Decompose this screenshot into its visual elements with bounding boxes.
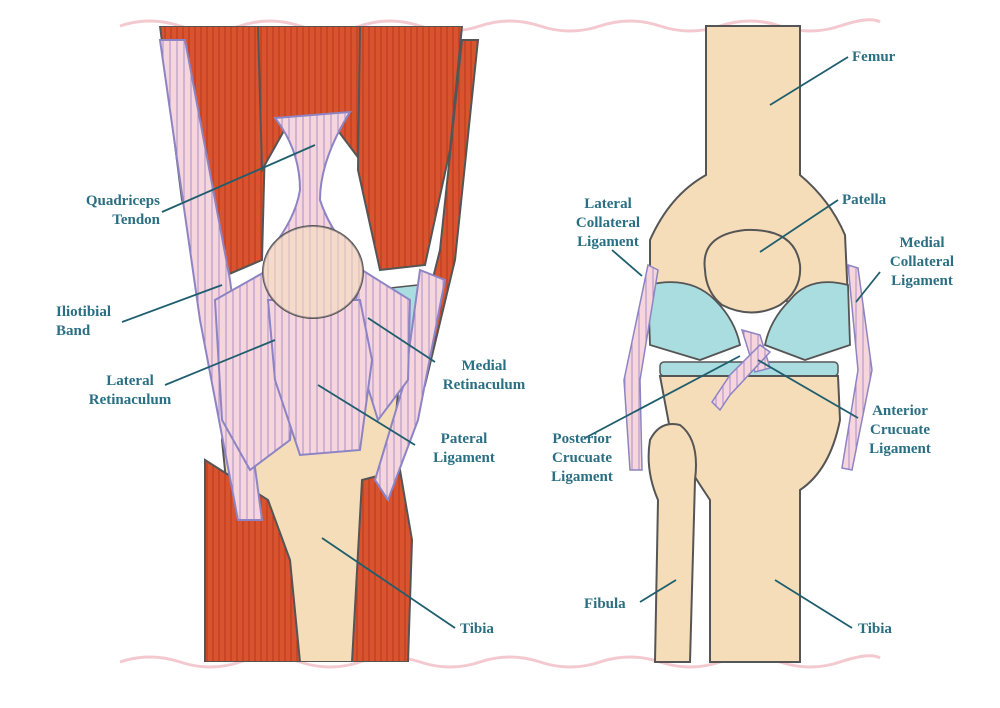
right-knee-illustration: [623, 25, 873, 663]
leader-tibia-right: [774, 579, 853, 629]
label-tibia-left: Tibia: [460, 621, 494, 637]
label-quadriceps-tendon: Quadriceps Tendon: [85, 193, 160, 228]
leader-posterior-cruciate: [584, 355, 741, 439]
label-pateral-ligament: Pateral Ligament: [433, 431, 495, 466]
label-fibula: Fibula: [584, 596, 626, 612]
lateral-collateral-ligament-shape: [623, 263, 659, 471]
leader-iliotibial-band: [121, 284, 223, 323]
patellar-ligament-shape: [266, 299, 374, 457]
left-knee-illustration: [158, 26, 480, 662]
label-medial-collateral-ligament: Medial Collateral Ligament: [889, 235, 955, 289]
leader-tibia-left: [321, 537, 456, 629]
fibula-bone: [647, 423, 697, 663]
leader-pateral-ligament: [317, 384, 416, 446]
label-lateral-collateral-ligament: Lateral Collateral Ligament: [575, 196, 641, 250]
medial-meniscus: [763, 281, 851, 361]
leader-medial-collateral: [855, 271, 881, 303]
label-lateral-retinaculum: Lateral Retinaculum: [88, 373, 172, 408]
leader-medial-retinaculum: [367, 317, 436, 363]
leader-anterior-cruciate: [757, 359, 859, 419]
label-femur: Femur: [852, 49, 896, 65]
leader-quadriceps-tendon: [161, 144, 316, 213]
lateral-meniscus: [647, 281, 742, 361]
top-wave-border: [119, 18, 881, 33]
leader-patella: [759, 199, 839, 253]
patella-left-overlay: [263, 226, 363, 318]
label-iliotibial-band: Iliotibial Band: [56, 304, 112, 339]
leader-fibula: [639, 579, 677, 603]
leader-lateral-retinaculum: [164, 339, 276, 386]
label-medial-retinaculum: Medial Retinaculum: [442, 358, 526, 393]
posterior-cruciate-ligament-shape: [711, 344, 772, 412]
label-patella: Patella: [842, 192, 887, 208]
patella-right: [703, 228, 802, 314]
vastus-medialis-muscle: [356, 26, 464, 272]
label-tibia-right: Tibia: [858, 621, 892, 637]
label-posterior-cruciate-ligament: Posterior Crucuate Ligament: [551, 431, 613, 485]
medial-collateral-ligament-shape: [841, 263, 873, 471]
leader-lateral-collateral: [611, 249, 643, 277]
label-anterior-cruciate-ligament: Anterior Crucuate Ligament: [869, 403, 931, 457]
leader-femur: [769, 56, 849, 106]
lower-right-muscle: [350, 468, 414, 662]
